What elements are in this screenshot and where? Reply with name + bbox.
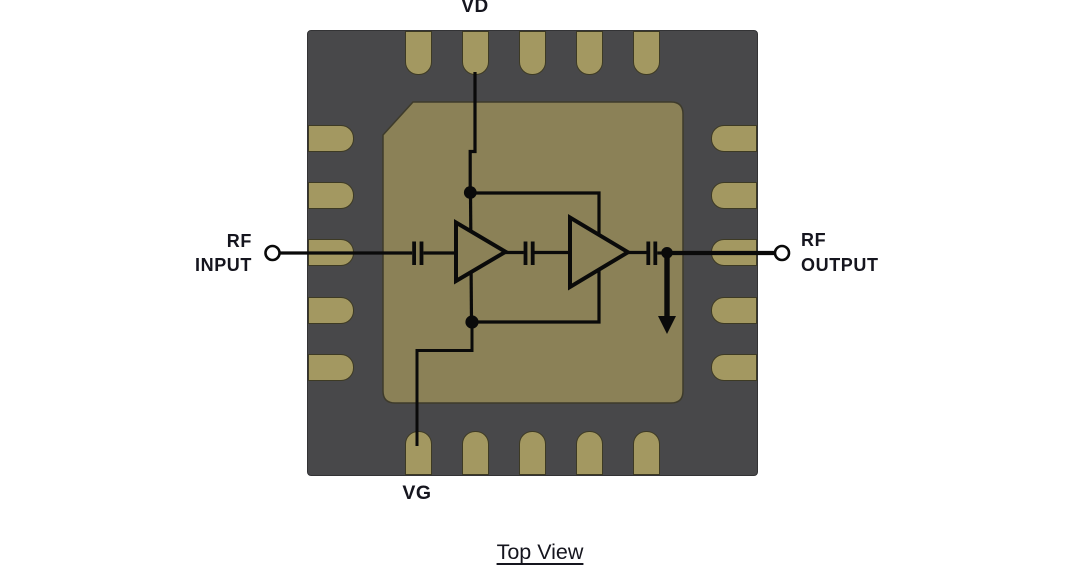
pad-right-1 [711, 125, 757, 152]
vg-label: VG [402, 482, 432, 504]
pad-top-4 [576, 31, 603, 75]
capacitor-2-plate-left [523, 241, 528, 265]
rf-input-label: RF INPUT [160, 229, 252, 277]
capacitor-1-plate-right [419, 241, 424, 265]
junction-dot-vg-bottom [465, 315, 479, 329]
rf-output-label-line2: OUTPUT [801, 255, 879, 275]
ground-arrow-head [658, 316, 676, 334]
caption-top-view: Top View [496, 540, 584, 564]
vd-trace [468, 72, 477, 193]
junction-dot-vd-top [463, 186, 477, 199]
pad-right-2 [711, 182, 757, 209]
junction-dot-output [661, 247, 673, 259]
pad-left-5 [308, 354, 354, 381]
pad-bottom-5 [633, 431, 660, 475]
pad-right-5 [711, 354, 757, 381]
capacitor-2-plate-right [530, 241, 535, 265]
rf-output-label: RF OUTPUT [801, 228, 879, 278]
vg-trace [415, 322, 474, 446]
rf-output-label-line1: RF [801, 230, 827, 250]
rf-input-label-line2: INPUT [195, 255, 252, 275]
pad-top-3 [519, 31, 546, 75]
capacitor-1-plate-left [412, 241, 416, 265]
pad-top-1 [405, 31, 432, 75]
pad-top-5 [633, 31, 660, 75]
rf-input-terminal [264, 244, 281, 262]
pad-right-4 [711, 297, 757, 324]
pad-left-2 [308, 182, 354, 209]
pad-top-2 [462, 31, 489, 75]
pad-bottom-2 [462, 431, 489, 475]
pad-bottom-3 [519, 431, 546, 475]
capacitor-3-plate-left [646, 241, 651, 265]
vd-label: VD [461, 0, 489, 17]
pad-bottom-4 [576, 431, 603, 475]
pad-left-1 [308, 125, 354, 152]
capacitor-3-plate-right [653, 241, 658, 265]
rf-output-terminal [773, 244, 791, 262]
pad-left-4 [308, 297, 354, 324]
rf-input-label-line1: RF [226, 231, 252, 251]
